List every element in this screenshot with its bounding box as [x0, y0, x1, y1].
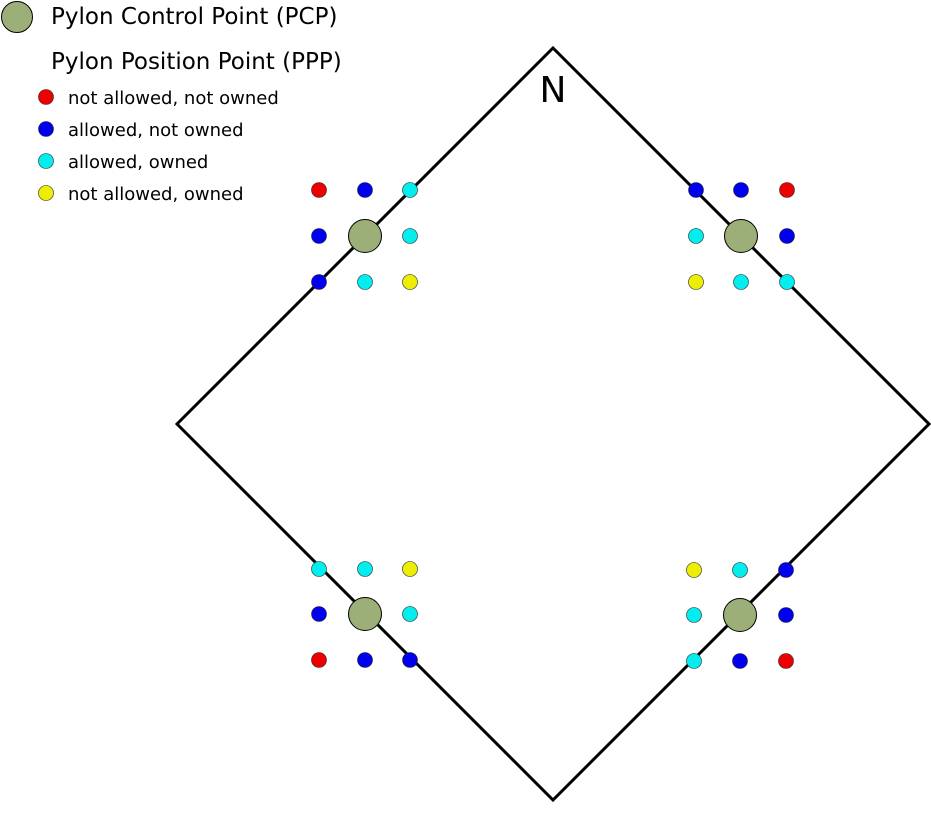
pylon-control-point-sw: [348, 597, 382, 631]
legend-pcp-label: Pylon Control Point (PCP): [51, 4, 337, 30]
legend-item-allowed-owned: allowed, owned: [38, 152, 208, 173]
legend-swatch-allowed-not-owned: [38, 121, 54, 137]
map-boundary: [174, 45, 931, 803]
legend-ppp-title: Pylon Position Point (PPP): [51, 49, 342, 75]
ppp-sw-allowed-owned: [357, 561, 373, 577]
pylon-control-point-nw: [348, 219, 382, 253]
ppp-ne-not-allowed-owned: [688, 274, 704, 290]
ppp-ne-allowed-owned: [779, 274, 795, 290]
ppp-nw-allowed-owned: [402, 228, 418, 244]
corner-se-grid: [686, 562, 794, 669]
corner-nw-grid: [311, 182, 418, 290]
pylon-control-point-ne: [724, 219, 758, 253]
ppp-se-not-allowed-owned: [686, 562, 702, 578]
legend-swatch-not-allowed-not-owned: [38, 89, 54, 105]
ppp-nw-not-allowed-owned: [402, 274, 418, 290]
legend-label-not-allowed-owned: not allowed, owned: [68, 184, 244, 205]
legend-label-allowed-not-owned: allowed, not owned: [68, 120, 244, 141]
ppp-ne-allowed-not-owned: [733, 182, 749, 198]
ppp-ne-allowed-owned: [688, 228, 704, 244]
ppp-nw-not-allowed-not-owned: [311, 182, 327, 198]
legend-label-not-allowed-not-owned: not allowed, not owned: [68, 88, 279, 109]
corner-sw-grid: [311, 561, 418, 668]
ppp-se-allowed-not-owned: [778, 607, 794, 623]
ppp-sw-allowed-owned: [402, 606, 418, 622]
legend: Pylon Control Point (PCP) Pylon Position…: [1, 1, 342, 205]
ppp-nw-allowed-owned: [402, 182, 418, 198]
corner-ne-grid: [688, 182, 795, 290]
ppp-ne-not-allowed-not-owned: [779, 182, 795, 198]
ppp-ne-allowed-not-owned: [688, 182, 704, 198]
ppp-sw-allowed-not-owned: [402, 652, 418, 668]
legend-item-not-allowed-not-owned: not allowed, not owned: [38, 88, 279, 109]
legend-label-allowed-owned: allowed, owned: [68, 152, 208, 173]
legend-swatch-not-allowed-owned: [38, 185, 54, 201]
ppp-nw-allowed-not-owned: [311, 274, 327, 290]
ppp-sw-not-allowed-not-owned: [311, 652, 327, 668]
ppp-ne-allowed-not-owned: [779, 228, 795, 244]
ppp-se-allowed-owned: [732, 562, 748, 578]
ppp-sw-allowed-not-owned: [311, 606, 327, 622]
ppp-se-allowed-owned: [686, 607, 702, 623]
legend-item-allowed-not-owned: allowed, not owned: [38, 120, 244, 141]
ppp-sw-allowed-not-owned: [357, 652, 373, 668]
legend-item-not-allowed-owned: not allowed, owned: [38, 184, 244, 205]
pylon-control-point-se: [723, 598, 757, 632]
north-label: N: [540, 70, 567, 111]
legend-swatch-allowed-owned: [38, 153, 54, 169]
ppp-se-allowed-not-owned: [778, 562, 794, 578]
ppp-nw-allowed-not-owned: [311, 228, 327, 244]
ppp-se-not-allowed-not-owned: [778, 653, 794, 669]
ppp-ne-allowed-owned: [733, 274, 749, 290]
legend-pcp-swatch: [1, 1, 33, 33]
ppp-sw-allowed-owned: [311, 561, 327, 577]
ppp-nw-allowed-owned: [357, 274, 373, 290]
ppp-nw-allowed-not-owned: [357, 182, 373, 198]
ppp-sw-not-allowed-owned: [402, 561, 418, 577]
ppp-se-allowed-owned: [686, 653, 702, 669]
ppp-se-allowed-not-owned: [732, 653, 748, 669]
